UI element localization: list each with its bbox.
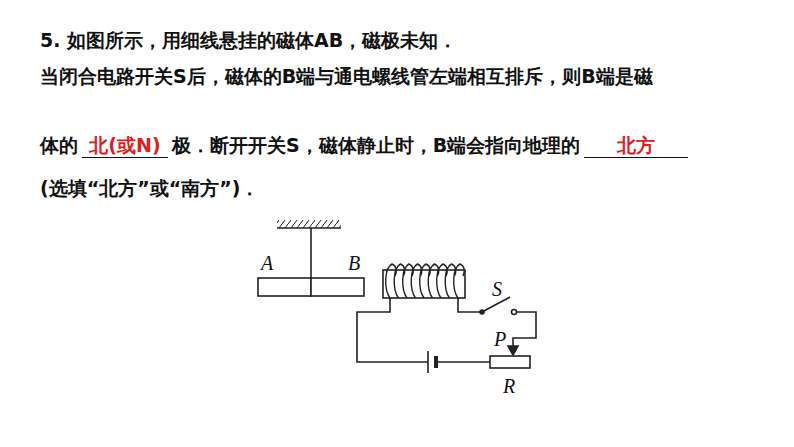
- slider-arrow: [508, 346, 518, 355]
- coil-turn: [454, 264, 465, 298]
- answer-text: 北(或N): [82, 133, 168, 158]
- switch-pivot: [480, 310, 484, 314]
- question-text: (选填“北方”或“南方”)．: [40, 176, 259, 200]
- switch-contact: [512, 310, 517, 315]
- question-text: 当闭合电路开关S后，磁体的B端与通电螺线管左端相互排斥，则B端是磁: [40, 64, 653, 88]
- battery-long-plate: [427, 351, 429, 373]
- magnet-end-label: A: [261, 252, 273, 274]
- ceiling: [277, 227, 341, 229]
- coil-windings: [386, 264, 465, 298]
- answer-text: 北方: [584, 133, 688, 158]
- switch-label: S: [492, 278, 502, 300]
- wire: [458, 298, 482, 312]
- rheostat-label: R: [503, 375, 515, 397]
- wire: [357, 298, 428, 362]
- thread: [310, 228, 312, 278]
- question-text: 极．断开开关S，磁体静止时，B端会指向地理的: [172, 133, 580, 157]
- question-text: 5. 如图所示，用细线悬挂的磁体AB，磁极未知．: [40, 28, 457, 52]
- wire: [436, 361, 490, 363]
- magnet-half: [258, 278, 311, 296]
- rheostat: [490, 356, 530, 368]
- question-text: 体的: [40, 133, 78, 157]
- ceiling-hatch: [277, 220, 341, 228]
- wire: [513, 312, 536, 350]
- magnet-end-label: B: [348, 252, 360, 274]
- magnet-half: [311, 278, 364, 296]
- slider-label: P: [494, 328, 506, 350]
